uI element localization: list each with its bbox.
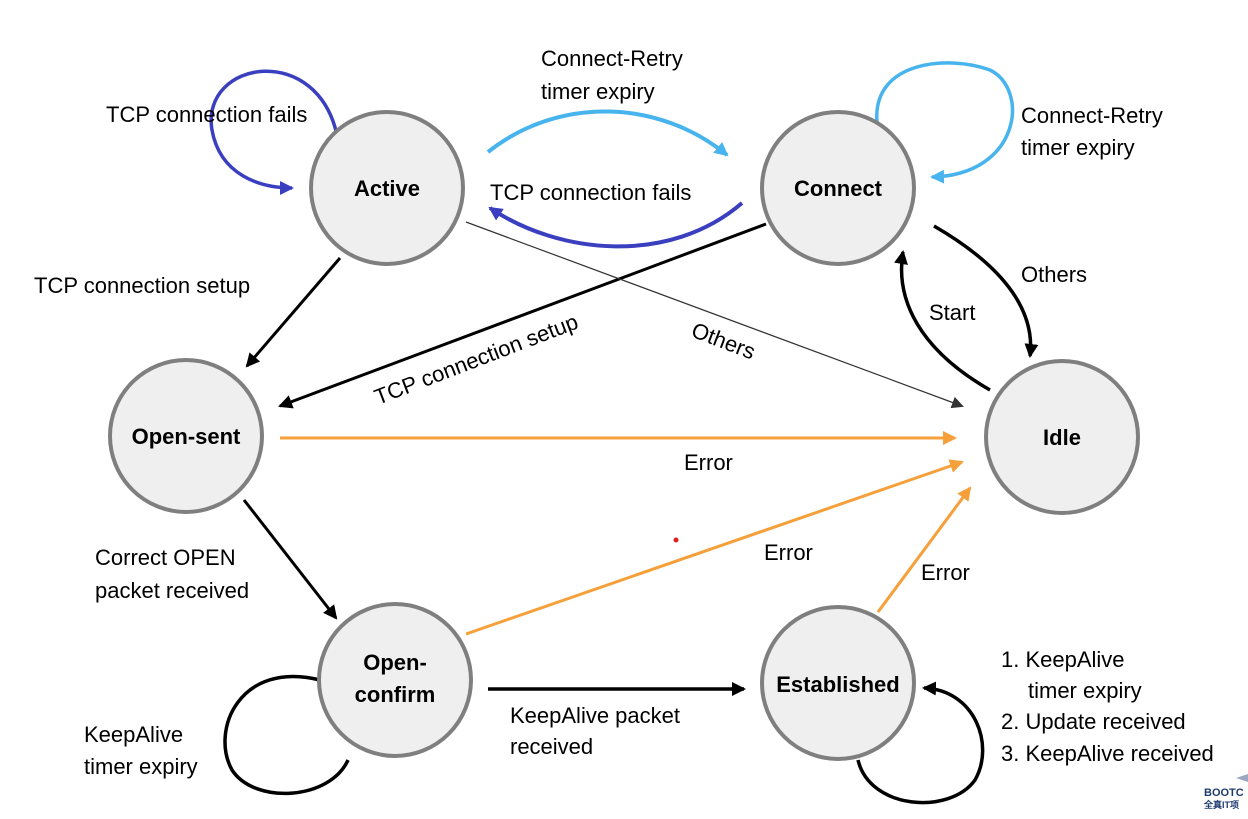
label-established-self-1: 1. KeepAlive <box>1001 647 1125 672</box>
state-open-sent-label: Open-sent <box>132 424 241 449</box>
state-open-sent: Open-sent <box>108 358 264 514</box>
state-established-label: Established <box>776 672 899 697</box>
edge-established-self-loop <box>856 681 985 805</box>
edge-active-to-connect <box>486 109 729 157</box>
label-opensent-to-idle: Error <box>684 450 733 475</box>
edge-openconfirm-to-idle <box>465 459 964 636</box>
state-established: Established <box>760 605 916 761</box>
label-opensent-to-openconfirm-2: packet received <box>95 578 249 603</box>
label-active-to-idle: Others <box>688 317 759 364</box>
edge-active-to-opensent <box>245 257 342 368</box>
label-connect-to-idle: Others <box>1021 262 1087 287</box>
edge-connect-to-active <box>488 201 744 249</box>
state-open-confirm-label-1: Open- <box>363 650 427 675</box>
label-active-to-connect-2: timer expiry <box>541 79 655 104</box>
edge-active-to-idle <box>465 221 964 409</box>
label-openconfirm-to-established-2: received <box>510 734 593 759</box>
label-active-to-connect-1: Connect-Retry <box>541 46 683 71</box>
label-established-to-idle: Error <box>921 560 970 585</box>
edge-connect-self-loop <box>875 61 1015 184</box>
edge-active-self-loop <box>209 69 340 195</box>
edge-connect-to-idle <box>933 224 1039 358</box>
label-openconfirm-to-established-1: KeepAlive packet <box>510 703 680 728</box>
label-idle-to-connect: Start <box>929 300 975 325</box>
edge-established-to-idle <box>876 486 972 613</box>
label-established-self-3: 2. Update received <box>1001 709 1186 734</box>
edge-opensent-to-openconfirm <box>242 499 338 620</box>
edge-openconfirm-self-loop <box>223 674 350 796</box>
label-connect-self-2: timer expiry <box>1021 135 1135 160</box>
state-active-label: Active <box>354 176 420 201</box>
state-open-confirm-label-2: confirm <box>355 682 436 707</box>
label-openconfirm-self-1: KeepAlive <box>84 722 183 747</box>
logo-text-line2: 全真IT项 <box>1203 799 1239 810</box>
label-connect-self-1: Connect-Retry <box>1021 103 1163 128</box>
logo-watermark: BOOTC 全真IT项 <box>1203 774 1248 810</box>
label-established-self-4: 3. KeepAlive received <box>1001 741 1214 766</box>
label-connect-to-active: TCP connection fails <box>490 180 691 205</box>
edge-connect-to-opensent <box>278 222 767 409</box>
red-dot-marker <box>673 537 679 543</box>
label-openconfirm-to-idle: Error <box>764 540 813 565</box>
state-idle-label: Idle <box>1043 425 1081 450</box>
state-active: Active <box>309 110 465 266</box>
label-active-to-opensent: TCP connection setup <box>34 273 250 298</box>
label-openconfirm-self-2: timer expiry <box>84 754 198 779</box>
state-idle: Idle <box>984 359 1140 515</box>
state-open-confirm: Open- confirm <box>317 602 473 758</box>
state-connect-label: Connect <box>794 176 883 201</box>
logo-text-line1: BOOTC <box>1204 787 1244 799</box>
state-connect: Connect <box>760 110 916 266</box>
edge-idle-to-connect <box>894 250 991 392</box>
label-established-self-2: timer expiry <box>1028 678 1142 703</box>
label-opensent-to-openconfirm-1: Correct OPEN <box>95 545 236 570</box>
label-active-self: TCP connection fails <box>106 102 307 127</box>
